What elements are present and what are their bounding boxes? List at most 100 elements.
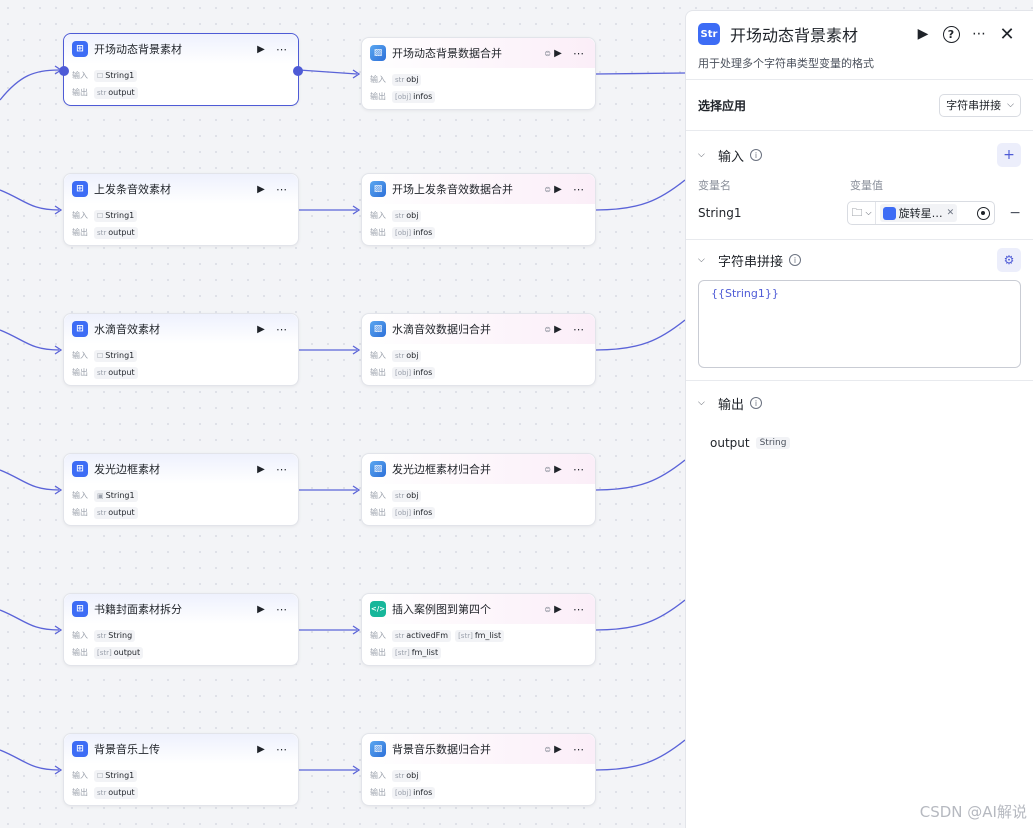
close-button[interactable]: ✕ — [993, 20, 1021, 48]
edge-out[interactable] — [595, 739, 685, 771]
more-icon[interactable]: ⋯ — [276, 742, 287, 756]
edge-out[interactable] — [595, 179, 685, 211]
link-icon: ⊜ — [544, 48, 551, 58]
edge-in[interactable] — [0, 69, 60, 101]
param-name: String — [108, 631, 133, 640]
collapse-chevron-icon[interactable]: ⌵ — [698, 398, 705, 408]
param-name: String1 — [105, 491, 135, 500]
output-port[interactable] — [293, 66, 303, 76]
more-icon[interactable]: ⋯ — [276, 602, 287, 616]
edge-out[interactable] — [595, 319, 685, 351]
node-output-label: 输出 — [72, 508, 88, 517]
more-icon[interactable]: ⋯ — [573, 462, 584, 476]
concat-template-input[interactable]: {{String1}} — [698, 280, 1021, 368]
collapse-chevron-icon[interactable]: ⌵ — [698, 150, 705, 160]
play-icon[interactable]: ▶ — [554, 183, 562, 195]
play-icon[interactable]: ▶ — [554, 743, 562, 755]
gear-icon: ⚙ — [1003, 253, 1015, 267]
edge-in[interactable] — [0, 329, 60, 351]
more-icon[interactable]: ⋯ — [573, 322, 584, 336]
input-param-tag: [str]fm_list — [455, 629, 505, 642]
param-name: output — [108, 508, 135, 517]
output-param-tag: [obj]infos — [392, 506, 436, 519]
play-icon: ▶ — [917, 26, 929, 42]
play-icon[interactable]: ▶ — [257, 603, 265, 615]
edge-in[interactable] — [0, 749, 60, 771]
more-button[interactable]: ⋯ — [965, 20, 993, 48]
more-icon[interactable]: ⋯ — [276, 322, 287, 336]
node-header: ⊞发光边框素材▶⋯ — [64, 454, 298, 484]
node-title: 插入案例图到第四个 — [392, 603, 491, 616]
more-icon[interactable]: ⋯ — [573, 182, 584, 196]
edge-a-to-b[interactable] — [298, 69, 358, 75]
node-output-label: 输出 — [72, 788, 88, 797]
play-icon[interactable]: ▶ — [257, 743, 265, 755]
string-node-icon: ⊞ — [72, 41, 88, 57]
edge-layer — [0, 65, 685, 775]
output-param-tag: [str]output — [94, 646, 144, 659]
run-button[interactable]: ▶ — [909, 20, 937, 48]
collapse-chevron-icon[interactable]: ⌵ — [698, 255, 705, 265]
app-select[interactable]: 字符串拼接 ⌵ — [939, 93, 1021, 117]
input-port[interactable] — [59, 66, 69, 76]
variable-reference-chip[interactable]: 旋转星… ✕ — [879, 204, 958, 222]
play-icon[interactable]: ▶ — [257, 323, 265, 335]
help-button[interactable]: ? — [937, 20, 965, 48]
info-icon[interactable]: i — [789, 254, 802, 266]
edge-arrow — [54, 345, 63, 355]
play-icon[interactable]: ▶ — [554, 323, 562, 335]
remove-reference-icon[interactable]: ✕ — [946, 208, 955, 218]
play-icon[interactable]: ▶ — [257, 463, 265, 475]
panel-title[interactable]: 开场动态背景素材 — [730, 26, 859, 45]
param-type-icon: str — [97, 788, 107, 797]
variable-name-field[interactable]: String1 — [698, 206, 742, 220]
edge-in[interactable] — [0, 609, 60, 631]
more-icon[interactable]: ⋯ — [573, 602, 584, 616]
edge-in[interactable] — [0, 469, 60, 491]
node-input-label: 输入 — [370, 351, 386, 360]
edge-out[interactable] — [595, 72, 685, 75]
play-icon[interactable]: ▶ — [554, 47, 562, 59]
chevron-down-icon[interactable]: ⌵ — [865, 208, 872, 217]
play-icon[interactable]: ▶ — [257, 183, 265, 195]
more-icon[interactable]: ⋯ — [276, 42, 287, 56]
target-icon[interactable] — [977, 206, 991, 220]
more-icon[interactable]: ⋯ — [276, 182, 287, 196]
node-output-row: 输出[obj]infos — [362, 224, 595, 241]
node-output-label: 输出 — [370, 228, 386, 237]
play-icon[interactable]: ▶ — [554, 603, 562, 615]
edge-out[interactable] — [595, 459, 685, 491]
settings-button[interactable]: ⚙ — [997, 248, 1021, 272]
add-variable-button[interactable]: + — [997, 143, 1021, 167]
more-icon[interactable]: ⋯ — [573, 742, 584, 756]
folder-icon[interactable]: 🗀 — [851, 205, 863, 219]
info-icon[interactable]: i — [750, 397, 763, 409]
chevron-down-icon: ⌵ — [1007, 100, 1014, 110]
info-icon[interactable]: i — [750, 149, 763, 161]
more-icon[interactable]: ⋯ — [573, 46, 584, 60]
node-input-label: 输入 — [370, 491, 386, 500]
more-icon[interactable]: ⋯ — [276, 462, 287, 476]
play-icon[interactable]: ▶ — [554, 463, 562, 475]
play-icon[interactable]: ▶ — [257, 43, 265, 55]
edge-in[interactable] — [0, 189, 60, 211]
variable-value-field[interactable]: 🗀 ⌵ 旋转星… ✕ — [846, 201, 996, 225]
remove-variable-button[interactable]: − — [1009, 205, 1021, 221]
edge-out[interactable] — [595, 599, 685, 631]
